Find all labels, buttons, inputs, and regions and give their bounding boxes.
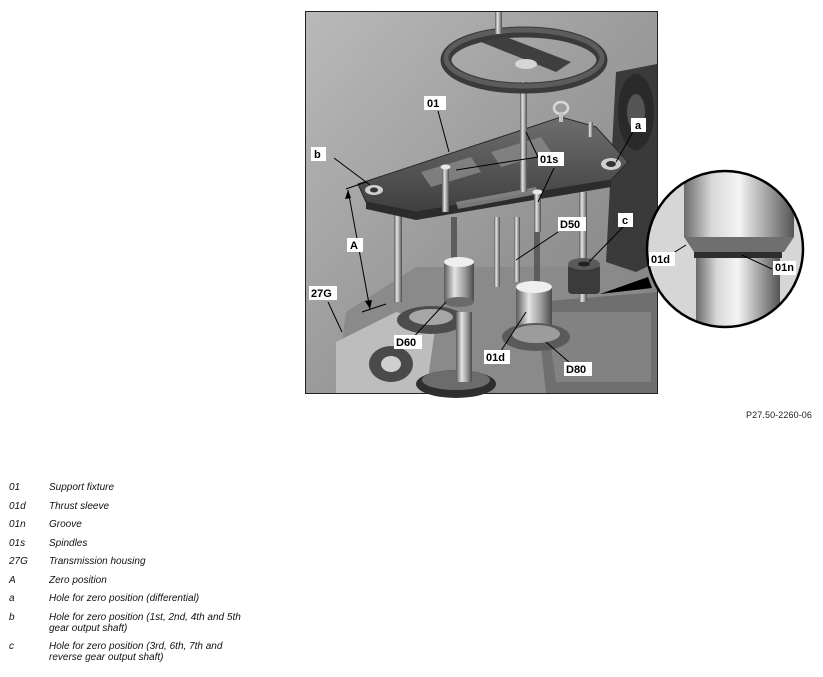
callout-c: c (618, 213, 633, 227)
figure-reference-code: P27.50-2260-06 (746, 410, 812, 420)
callout-b: b (311, 147, 326, 161)
legend-code: a (9, 593, 15, 604)
guide-rod-left (394, 187, 402, 302)
svg-text:D50: D50 (560, 219, 580, 231)
legend-code: 01d (9, 500, 26, 512)
guide-rod-right (579, 192, 587, 302)
legend-item: 01 Support fixture (9, 482, 289, 493)
legend-item: 01d Thrust sleeve (9, 501, 289, 512)
callout-27G: 27G (309, 286, 337, 300)
callout-D60: D60 (394, 335, 422, 349)
callout-A: A (347, 238, 363, 252)
svg-text:D60: D60 (396, 337, 416, 349)
callout-01d: 01d (484, 350, 510, 364)
legend-text: Zero position (49, 574, 107, 586)
legend-text: Groove (49, 519, 82, 530)
svg-text:01s: 01s (540, 154, 558, 166)
legend-text: Thrust sleeve (49, 500, 110, 512)
svg-text:01: 01 (427, 98, 439, 110)
block-c (568, 264, 600, 294)
spindle-left (442, 167, 449, 212)
svg-text:D80: D80 (566, 364, 586, 376)
legend-item: c Hole for zero position (3rd, 6th, 7th … (9, 641, 289, 663)
legend-code: b (9, 611, 15, 623)
legend-text: Hole for zero position (3rd, 6th, 7th an… (49, 641, 223, 663)
legend-text: Spindles (49, 537, 88, 549)
legend-code: c (9, 641, 14, 652)
legend-item: 01s Spindles (9, 538, 289, 549)
svg-text:A: A (350, 240, 358, 252)
svg-text:01d: 01d (486, 352, 505, 364)
svg-text:b: b (314, 149, 321, 161)
legend-code: A (9, 574, 16, 586)
legend-item: 27G Transmission housing (9, 556, 289, 567)
legend-item: 01n Groove (9, 519, 289, 530)
legend-item: b Hole for zero position (1st, 2nd, 4th … (9, 612, 289, 634)
svg-text:c: c (622, 215, 628, 227)
callout-01d-detail: 01d (649, 252, 675, 266)
fixture-drawing: 01 01s a b A 27G D50 c (306, 12, 805, 398)
callout-01n-detail: 01n (773, 261, 796, 275)
legend: 01 Support fixture 01d Thrust sleeve 01n… (9, 482, 289, 671)
technical-illustration: 01 01s a b A 27G D50 c (305, 11, 805, 398)
callout-a: a (631, 118, 646, 132)
legend-item: a Hole for zero position (differential) (9, 593, 289, 604)
legend-code: 01n (9, 519, 26, 530)
legend-text: Transmission housing (49, 556, 146, 567)
legend-text: Support fixture (49, 482, 115, 493)
callout-01s: 01s (538, 152, 564, 166)
legend-text: Hole for zero position (differential) (49, 593, 200, 604)
spindle-right (534, 192, 541, 232)
legend-item: A Zero position (9, 575, 289, 586)
thrust-sleeve-right (516, 287, 552, 327)
svg-text:27G: 27G (311, 288, 332, 300)
callout-D80: D80 (564, 362, 592, 376)
callout-D50: D50 (558, 217, 586, 231)
central-spindle (520, 82, 527, 192)
callout-01: 01 (424, 96, 446, 110)
legend-code: 27G (9, 556, 28, 567)
thrust-sleeve-left (444, 262, 474, 302)
legend-text: Hole for zero position (1st, 2nd, 4th an… (49, 611, 241, 634)
legend-code: 01 (9, 482, 21, 493)
svg-text:01d: 01d (651, 254, 670, 266)
legend-code: 01s (9, 537, 26, 549)
svg-text:a: a (635, 120, 642, 132)
